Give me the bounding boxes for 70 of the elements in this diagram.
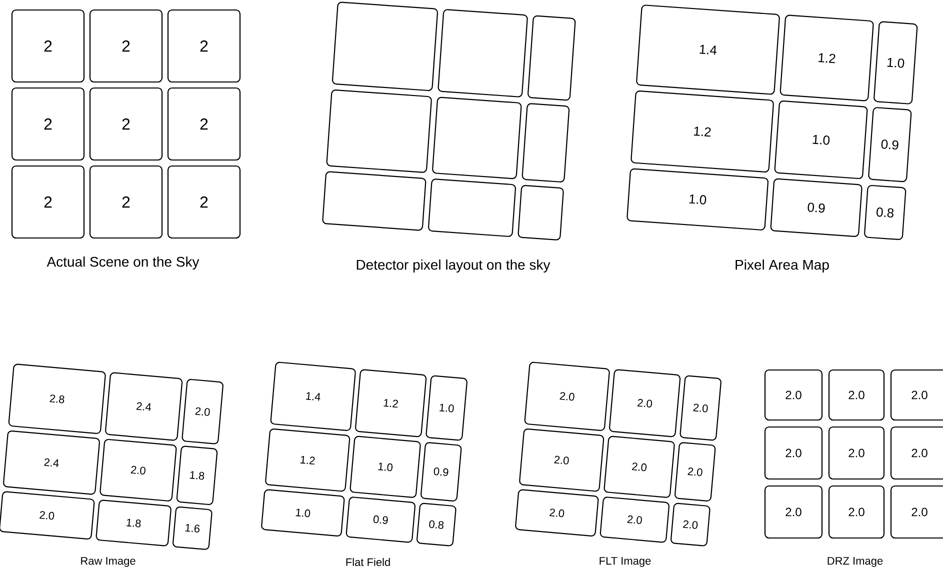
pixel-cell: 2.0 (519, 428, 604, 492)
pixel-cell: 1.2 (780, 14, 874, 102)
pixel-cell: 1.8 (96, 500, 172, 546)
pixel-cell: 1.2 (265, 428, 350, 492)
pixel-cell: 2.0 (604, 436, 675, 498)
pixel-cell: 2 (89, 87, 163, 161)
pixel-cell: 2.0 (764, 426, 823, 480)
pixel-cell (528, 15, 576, 101)
pixel-cell: 2 (89, 9, 163, 83)
pixel-cell: 2.0 (524, 362, 610, 431)
pixel-cell: 1.2 (630, 90, 774, 172)
pixel-cell: 2.0 (100, 438, 177, 502)
pixel-cell: 1.4 (636, 4, 780, 95)
pixel-cell: 2.0 (890, 426, 943, 480)
pixel-cell (432, 96, 522, 180)
pixel-cell: 0.9 (868, 107, 912, 182)
pixel-cell: 1.0 (350, 436, 421, 498)
pixel-cell: 2.0 (670, 502, 710, 546)
pixel-cell: 2.0 (680, 375, 722, 441)
pixel-cell: 1.0 (774, 100, 868, 180)
caption: Flat Field (346, 558, 390, 566)
caption: Raw Image (81, 557, 136, 567)
pixel-cell: 2.0 (890, 485, 943, 539)
pixel-cell: 0.9 (346, 496, 416, 543)
pixel-cell: 1.4 (270, 362, 356, 431)
pixel-cell: 2.0 (764, 369, 823, 421)
pixel-cell: 1.0 (626, 168, 769, 230)
pixel-cell: 2.0 (182, 378, 224, 444)
pixel-cell: 2 (167, 87, 241, 161)
pixel-cell: 0.8 (864, 184, 906, 240)
pixel-cell (438, 9, 528, 98)
pixel-cell: 2.0 (609, 369, 681, 438)
pixel-cell: 2.0 (600, 496, 670, 543)
pixel-cell: 2.0 (890, 369, 943, 421)
pixel-cell: 2 (89, 165, 163, 239)
pixel-cell: 0.8 (416, 502, 456, 546)
pixel-cell: 2.8 (8, 364, 106, 434)
pixel-cell: 1.0 (874, 21, 918, 104)
pixel-cell (332, 2, 438, 92)
pixel-cell: 0.9 (420, 442, 462, 502)
pixel-cell: 2.0 (828, 426, 885, 480)
pixel-cell: 2 (11, 9, 85, 83)
pixel-cell: 2.4 (105, 372, 183, 441)
pixel-cell (522, 103, 570, 182)
pixel-cell (518, 185, 564, 240)
pixel-cell: 2.0 (828, 485, 885, 539)
pixel-cell: 2.4 (3, 430, 100, 495)
caption: FLT Image (600, 557, 651, 567)
pixel-cell (322, 171, 426, 231)
pixel-cell: 1.0 (261, 489, 345, 537)
pixel-cell: 2.0 (515, 489, 599, 537)
caption: DRZ Image (828, 557, 883, 567)
pixel-cell: 0.9 (770, 178, 862, 237)
pixel-cell: 1.2 (355, 369, 427, 438)
pixel-cell: 1.8 (176, 446, 218, 506)
pixel-cell: 2 (11, 165, 85, 239)
caption: Actual Scene on the Sky (46, 256, 200, 270)
pixel-cell: 2 (11, 87, 85, 161)
pixel-cell: 2 (167, 9, 241, 83)
pixel-cell (326, 90, 432, 173)
pixel-cell: 2 (167, 165, 241, 239)
caption: Detector pixel layout on the sky (356, 259, 550, 273)
pixel-cell (428, 178, 516, 237)
pixel-cell: 1.0 (426, 375, 468, 441)
caption: Pixel Area Map (736, 259, 829, 273)
pixel-cell: 2.0 (828, 369, 885, 421)
pixel-cell: 2.0 (0, 491, 95, 540)
pixel-cell: 2.0 (764, 485, 823, 539)
pixel-cell: 1.6 (172, 506, 212, 550)
pixel-cell: 2.0 (674, 442, 716, 502)
